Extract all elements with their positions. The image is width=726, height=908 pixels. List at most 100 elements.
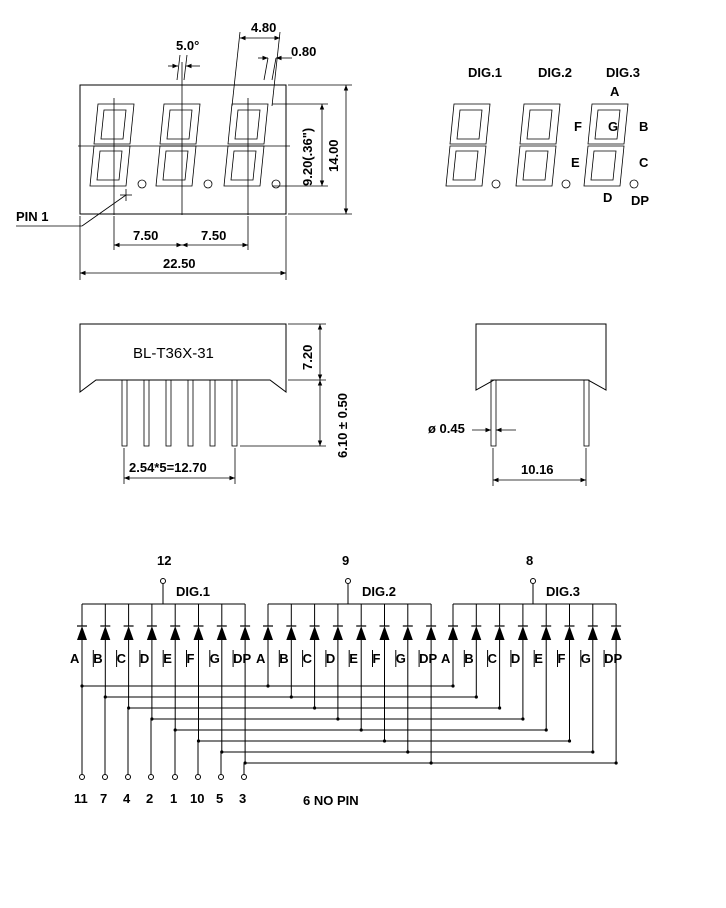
- pin-number-5: 5: [216, 791, 223, 806]
- pin-diameter-dim: ø 0.45: [428, 421, 465, 436]
- segment-label-c: C: [488, 651, 498, 666]
- pin-number-11: 11: [74, 791, 88, 806]
- junction-dot: [313, 706, 317, 710]
- junction-dot: [266, 684, 270, 688]
- diode-f: [379, 626, 390, 640]
- side-pins: [121, 379, 238, 447]
- segment-label-d: D: [511, 651, 520, 666]
- segment-label-g: G: [396, 651, 406, 666]
- digit-height-dim: 9.20(.36"): [300, 128, 315, 186]
- diode-e: [356, 626, 367, 640]
- junction-dot: [451, 684, 455, 688]
- junction-dot: [429, 761, 433, 765]
- pin-terminal: [218, 774, 224, 780]
- seg-digit-1: [445, 103, 501, 189]
- pin-number-2: 2: [146, 791, 153, 806]
- pin-terminal: [79, 774, 85, 780]
- pitch-b-dim: 7.50: [201, 228, 226, 243]
- segment-label-d: D: [326, 651, 335, 666]
- segment-label-dp: DP: [233, 651, 251, 666]
- segment-label-a: A: [256, 651, 266, 666]
- segment-label-dp: DP: [419, 651, 437, 666]
- total-width-dim: 22.50: [163, 256, 196, 271]
- junction-dot: [591, 750, 595, 754]
- angle-dim: 5.0°: [176, 38, 199, 53]
- seg-g-label: G: [608, 119, 618, 134]
- pin-number-3: 3: [239, 791, 246, 806]
- pin-terminal: [148, 774, 154, 780]
- junction-dot: [498, 706, 502, 710]
- segment-label-e: E: [534, 651, 543, 666]
- body-height-dim: 14.00: [326, 139, 341, 172]
- pin-number-1: 1: [170, 791, 177, 806]
- junction-dot: [521, 717, 525, 721]
- seg-d-label: D: [603, 190, 612, 205]
- pin-terminal: [125, 774, 131, 780]
- dig2-common-label: DIG.2: [362, 584, 396, 599]
- pin1-label: PIN 1: [16, 209, 49, 224]
- diode-b: [286, 626, 297, 640]
- diode-g: [402, 626, 413, 640]
- junction-dot: [359, 728, 363, 732]
- diode-c: [494, 626, 505, 640]
- pin-number-7: 7: [100, 791, 107, 806]
- segment-diagram: DIG.1 DIG.2 DIG.3 A B C D E F G DP: [445, 65, 649, 208]
- dig3-common-label: DIG.3: [546, 584, 580, 599]
- segment-label-e: E: [349, 651, 358, 666]
- segment-label-a: A: [441, 651, 451, 666]
- diode-c: [309, 626, 320, 640]
- junction-dot: [474, 695, 478, 699]
- diode-g: [587, 626, 598, 640]
- side-view: BL-T36X-31 7.20 6.10 ± 0.50 2.54*5=12.70: [79, 323, 350, 484]
- segment-label-c: C: [117, 651, 127, 666]
- common-pin-12: 12: [157, 553, 171, 568]
- seg-dp-label: DP: [631, 193, 649, 208]
- pin-terminal: [102, 774, 108, 780]
- diode-e: [170, 626, 181, 640]
- dig1-common-label: DIG.1: [176, 584, 210, 599]
- side-body-height-dim: 7.20: [300, 345, 315, 370]
- common-terminal: [530, 578, 536, 584]
- diode-c: [123, 626, 134, 640]
- segment-label-g: G: [210, 651, 220, 666]
- junction-dot: [336, 717, 340, 721]
- seg-f-label: F: [574, 119, 582, 134]
- diode-b: [471, 626, 482, 640]
- junction-dot: [544, 728, 548, 732]
- seg-a-label: A: [610, 84, 620, 99]
- segment-label-c: C: [303, 651, 313, 666]
- segment-label-f: F: [558, 651, 566, 666]
- display-body-outline: [79, 84, 287, 215]
- segment-label-g: G: [581, 651, 591, 666]
- part-number: BL-T36X-31: [133, 345, 214, 362]
- junction-dot: [127, 706, 131, 710]
- diode-e: [541, 626, 552, 640]
- seg-e-label: E: [571, 155, 580, 170]
- diode-a: [448, 626, 458, 640]
- segment-label-b: B: [279, 651, 288, 666]
- segment-label-b: B: [464, 651, 473, 666]
- junction-dot: [406, 750, 410, 754]
- diode-b: [100, 626, 111, 640]
- pin-terminal: [172, 774, 178, 780]
- dig2-label: DIG.2: [538, 65, 572, 80]
- pin-number-4: 4: [123, 791, 131, 806]
- pin-terminal: [241, 774, 247, 780]
- diode-dp: [611, 626, 622, 640]
- junction-dot: [567, 739, 572, 743]
- segment-label-a: A: [70, 651, 80, 666]
- junction-dot: [382, 739, 387, 743]
- dig3-label: DIG.3: [606, 65, 640, 80]
- seg-digit-2: [515, 103, 571, 189]
- common-terminal: [345, 578, 351, 584]
- diode-f: [193, 626, 204, 640]
- diode-d: [517, 626, 528, 640]
- diode-f: [564, 626, 575, 640]
- end-view: ø 0.45 10.16: [428, 323, 607, 486]
- seg-c-label: C: [639, 155, 649, 170]
- diode-dp: [240, 626, 251, 640]
- diode-d: [146, 626, 157, 640]
- side-body-outline: [79, 323, 287, 393]
